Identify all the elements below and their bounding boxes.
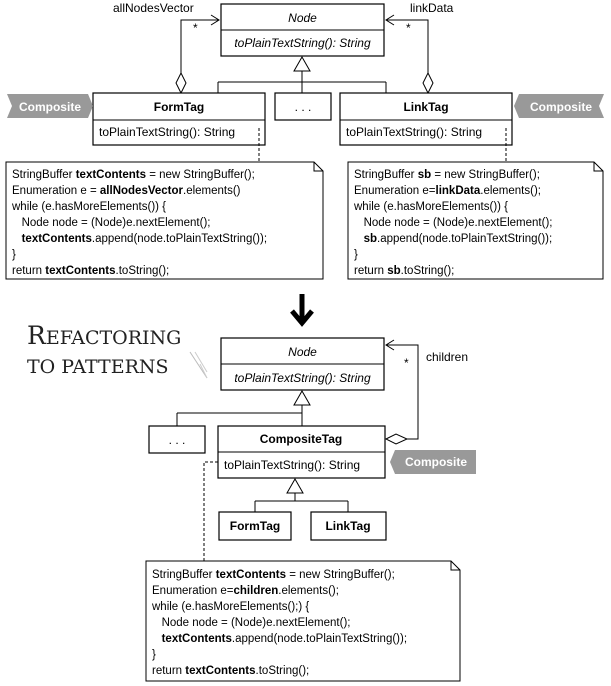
top-form-tag-name: FormTag	[154, 100, 204, 114]
bottom-link-tag-name: LinkTag	[325, 519, 370, 533]
note-right-code-line: }	[354, 249, 358, 261]
top-ellipsis-class: . . .	[274, 92, 332, 121]
bottom-note-code-line: StringBuffer textContents = new StringBu…	[152, 569, 395, 581]
note-left-code-line: textContents.append(node.toPlainTextStri…	[12, 233, 267, 245]
top-link-tag-name: LinkTag	[403, 100, 448, 114]
aggregation-diamond-icon	[422, 71, 434, 95]
assoc-label-all-nodes-vector: allNodesVector	[113, 1, 194, 15]
top-form-tag-method: toPlainTextString(): String	[99, 125, 235, 139]
note-right-code-line: Node node = (Node)e.nextElement();	[354, 217, 552, 229]
note-right-code-line: return sb.toString();	[354, 265, 454, 277]
bottom-assoc-children: children *	[384, 339, 468, 445]
bottom-note-code-line: while (e.hasMoreElements();) {	[151, 601, 309, 613]
note-right-code-line: StringBuffer sb = new StringBuffer();	[354, 169, 540, 181]
bottom-note-code-line: }	[152, 649, 156, 661]
top-note-left: StringBuffer textContents = new StringBu…	[5, 161, 324, 280]
bottom-node-name: Node	[288, 345, 317, 359]
note-right-code-line: while (e.hasMoreElements()) {	[353, 201, 508, 213]
inheritance-triangle-icon	[293, 55, 311, 72]
down-arrow-icon	[290, 294, 314, 327]
bottom-form-tag-class: FormTag	[218, 511, 292, 541]
bottom-ellipsis-label: . . .	[169, 433, 186, 447]
note-right-code: StringBuffer sb = new StringBuffer(); Enu…	[353, 169, 552, 277]
bottom-node-class: Node toPlainTextString(): String	[220, 337, 385, 391]
bottom-note-connector	[203, 461, 218, 562]
inheritance-triangle-icon	[286, 477, 304, 494]
top-ellipsis-label: . . .	[295, 100, 312, 114]
bottom-note-code-line: Node node = (Node)e.nextElement();	[152, 617, 350, 629]
logo-line-1: REFACTORING	[27, 321, 181, 350]
assoc-multiplicity-right: *	[406, 21, 411, 35]
bottom-sub-generalization	[254, 477, 349, 512]
top-banner-left: Composite	[7, 94, 93, 118]
assoc-multiplicity-left: *	[193, 21, 198, 35]
top-link-tag-method: toPlainTextString(): String	[346, 125, 482, 139]
bottom-banner: Composite	[390, 450, 476, 474]
bottom-banner-label: Composite	[405, 455, 467, 469]
top-node-method: toPlainTextString(): String	[234, 36, 371, 50]
note-left-code-line: StringBuffer textContents = new StringBu…	[12, 169, 255, 181]
top-generalization	[217, 55, 387, 93]
top-banner-right: Composite	[514, 94, 604, 118]
banner-right-label: Composite	[530, 100, 592, 114]
bottom-note-code: StringBuffer textContents = new StringBu…	[151, 569, 407, 677]
top-node-class: Node toPlainTextString(): String	[220, 3, 385, 57]
note-left-code-line: while (e.hasMoreElements()) {	[11, 201, 166, 213]
bottom-ellipsis-class: . . .	[148, 425, 206, 454]
banner-left-label: Composite	[19, 100, 81, 114]
note-left-code: StringBuffer textContents = new StringBu…	[11, 169, 267, 277]
composite-tag-method: toPlainTextString(): String	[224, 458, 360, 472]
bottom-link-tag-class: LinkTag	[310, 511, 387, 541]
bottom-note: StringBuffer textContents = new StringBu…	[145, 560, 461, 682]
aggregation-diamond-icon	[384, 433, 409, 445]
assoc-label-children: children	[426, 350, 468, 364]
note-right-code-line: Enumeration e=linkData.elements();	[354, 185, 541, 197]
note-left-code-line: Node node = (Node)e.nextElement();	[12, 217, 210, 229]
top-node-name: Node	[288, 11, 317, 25]
composite-tag-name: CompositeTag	[260, 432, 342, 446]
inheritance-triangle-icon	[293, 389, 311, 406]
note-right-code-line: sb.append(node.toPlainTextString());	[354, 233, 552, 245]
note-left-code-line: }	[12, 249, 16, 261]
assoc-multiplicity-children: *	[404, 356, 409, 370]
aggregation-diamond-icon	[175, 71, 187, 95]
bottom-node-method: toPlainTextString(): String	[234, 371, 371, 385]
logo-line-2: TO PATTERNS	[27, 356, 169, 378]
bottom-generalization	[176, 389, 311, 426]
top-form-tag-class: FormTag toPlainTextString(): String	[92, 92, 266, 146]
top-link-tag-class: LinkTag toPlainTextString(): String	[339, 92, 513, 146]
composite-tag-class: CompositeTag toPlainTextString(): String	[217, 425, 386, 479]
bottom-note-code-line: Enumeration e=children.elements();	[152, 585, 339, 597]
top-assoc-left: allNodesVector *	[113, 1, 220, 95]
note-left-code-line: return textContents.toString();	[12, 265, 169, 277]
top-assoc-right: linkData *	[385, 1, 454, 95]
top-note-right: StringBuffer sb = new StringBuffer(); Enu…	[347, 161, 604, 280]
bottom-form-tag-name: FormTag	[230, 519, 280, 533]
bottom-note-code-line: return textContents.toString();	[152, 665, 309, 677]
bottom-note-code-line: textContents.append(node.toPlainTextStri…	[152, 633, 407, 645]
refactoring-to-patterns-logo: REFACTORING TO PATTERNS	[27, 321, 208, 379]
note-left-code-line: Enumeration e = allNodesVector.elements(…	[12, 185, 241, 197]
assoc-label-link-data: linkData	[410, 1, 454, 15]
